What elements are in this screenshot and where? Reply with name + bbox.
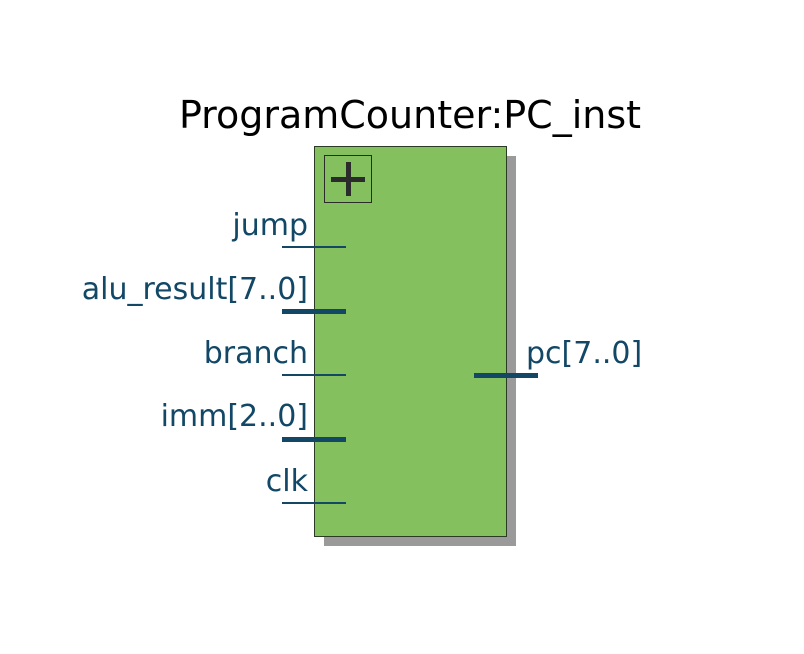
port-wire-alu-result[interactable] bbox=[282, 309, 346, 314]
port-wire-pc[interactable] bbox=[474, 373, 538, 378]
port-label-alu-result: alu_result[7..0] bbox=[81, 272, 308, 307]
port-label-imm: imm[2..0] bbox=[160, 399, 308, 434]
port-label-pc: pc[7..0] bbox=[526, 336, 643, 371]
port-label-clk: clk bbox=[265, 464, 308, 499]
port-wire-branch[interactable] bbox=[282, 374, 346, 376]
port-wire-jump[interactable] bbox=[282, 246, 346, 248]
port-wire-clk[interactable] bbox=[282, 502, 346, 504]
block-title: ProgramCounter:PC_inst bbox=[178, 93, 642, 137]
program-counter-block[interactable] bbox=[314, 146, 507, 537]
port-label-jump: jump bbox=[232, 208, 308, 243]
expand-button[interactable] bbox=[324, 155, 372, 203]
port-label-branch: branch bbox=[203, 336, 308, 371]
port-wire-imm[interactable] bbox=[282, 437, 346, 442]
